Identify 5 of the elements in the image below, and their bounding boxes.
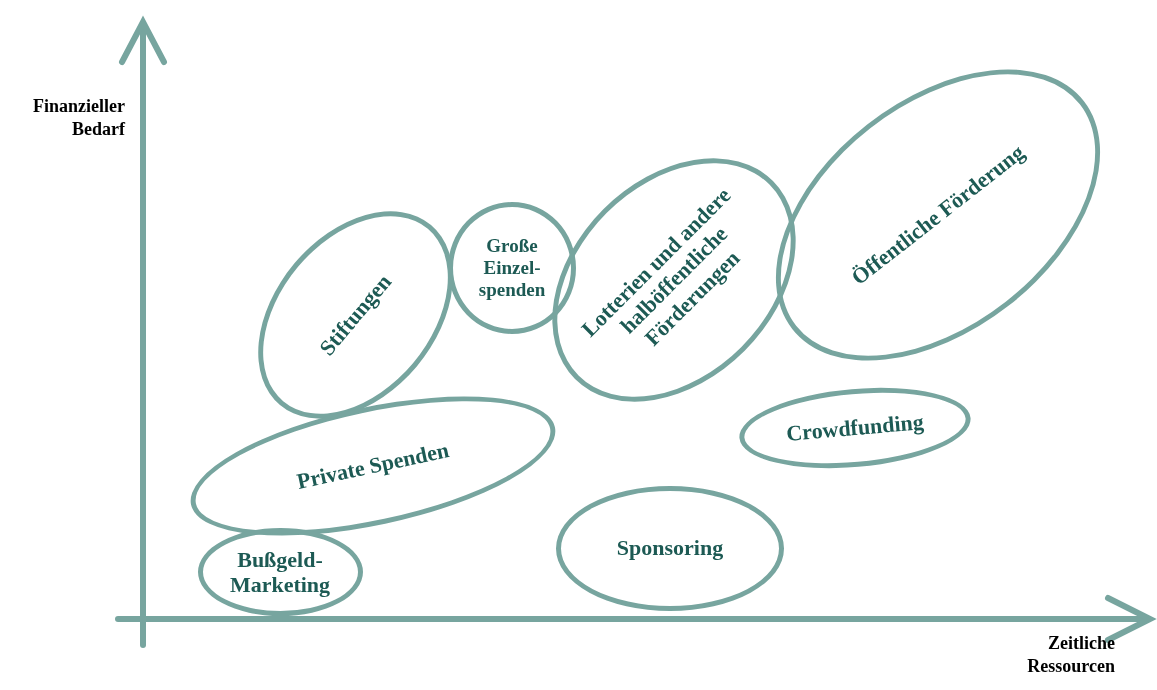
- category-bubble: Große Einzel- spenden: [448, 202, 576, 334]
- axis-label: Zeitliche Ressourcen: [1026, 632, 1115, 677]
- category-bubble: Bußgeld- Marketing: [197, 528, 363, 616]
- category-bubble: Sponsoring: [556, 485, 784, 611]
- axis-label: Finanzieller Bedarf: [32, 95, 125, 140]
